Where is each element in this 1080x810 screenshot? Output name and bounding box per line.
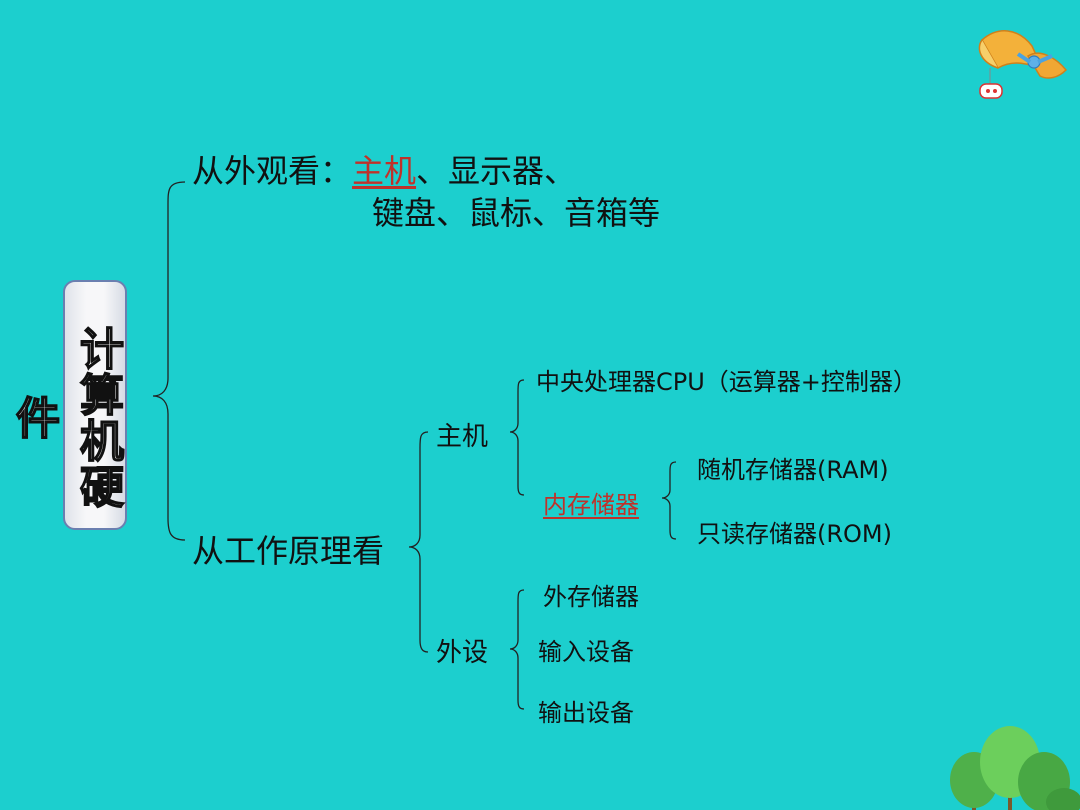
- scroll-ribbon-icon: [978, 30, 1068, 99]
- appearance-label: 从外观看：: [192, 152, 353, 190]
- cpu-label: 中央处理器CPU（运算器+控制器）: [536, 368, 917, 396]
- memory-link[interactable]: 内存储器: [543, 491, 639, 519]
- peripheral-item: 输出设备: [538, 699, 634, 727]
- rom-label: 只读存储器(ROM): [697, 520, 892, 548]
- root-node: 计算机硬件: [7, 280, 127, 530]
- peripheral-item: 外存储器: [543, 583, 639, 611]
- appearance-line-2: 键盘、鼠标、音箱等: [372, 194, 661, 232]
- brace-principle: [408, 431, 429, 653]
- brace-memory: [661, 461, 677, 540]
- host-link[interactable]: 主机: [352, 152, 417, 190]
- brace-root: [152, 181, 186, 541]
- host-label: 主机: [436, 422, 489, 452]
- tree-icon: [950, 726, 1080, 810]
- appearance-line-1: 从外观看：主机、显示器、: [192, 146, 576, 192]
- ram-label: 随机存储器(RAM): [697, 456, 889, 484]
- root-label: 计算机硬件: [7, 325, 124, 511]
- principle-label: 从工作原理看: [192, 532, 385, 570]
- peripherals-label: 外设: [436, 638, 489, 668]
- appearance-line1-rest: 、显示器、: [416, 152, 577, 190]
- brace-peripherals: [509, 589, 525, 710]
- brace-host: [509, 379, 525, 496]
- peripheral-item: 输入设备: [538, 638, 634, 666]
